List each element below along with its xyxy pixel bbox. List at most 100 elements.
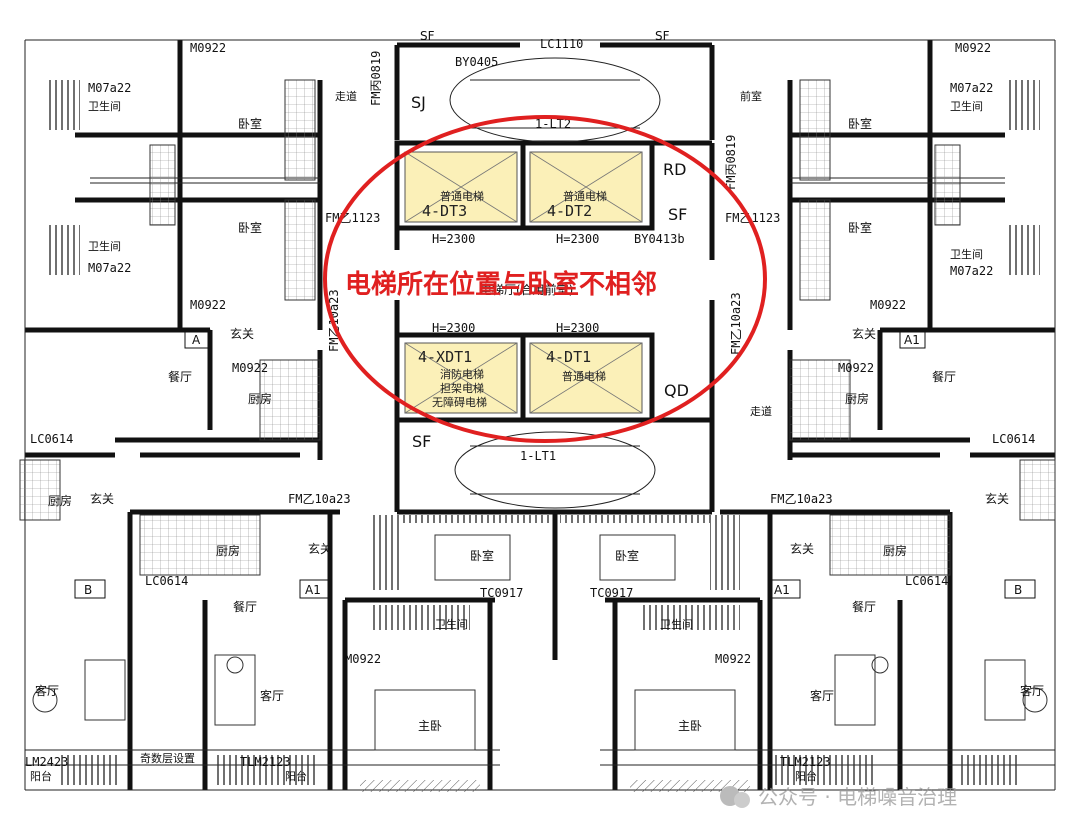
elevator-type: 普通电梯 [440,189,484,203]
room-label: 卧室 [615,548,639,563]
elevator-id: 4-DT1 [546,348,591,366]
code-label: TC0917 [480,586,523,600]
room-label: 卫生间 [660,617,693,631]
room-label: 客厅 [35,683,59,698]
unit-tag: A [192,333,201,347]
room-label: 卧室 [238,220,262,235]
room-label: 玄关 [985,491,1009,506]
furniture [32,534,1048,751]
room-label: 阳台 [795,769,817,783]
unit-tag: B [84,583,92,597]
code-label: LC0614 [145,574,188,588]
code-label: LC0614 [905,574,948,588]
room-label: 餐厅 [852,599,876,614]
room-labels: 卧室 卧室 卧室 卧室 卧室 卧室 主卧 主卧 客厅 客厅 客厅 客厅 餐厅 餐… [30,89,1044,783]
room-label: 卧室 [848,220,872,235]
code-label: M0922 [232,361,268,375]
watermark: 公众号 · 电梯噪音治理 [720,785,957,809]
elevator-id: 4-DT3 [422,202,467,220]
code-label: M07a22 [88,81,131,95]
room-label: 餐厅 [168,369,192,384]
code-label: M0922 [345,652,381,666]
elevator-car-dt3: 普通电梯 4-DT3 [404,151,518,223]
code-label: M07a22 [88,261,131,275]
room-label: 厨房 [216,543,240,558]
code-label: M0922 [838,361,874,375]
room-label: 玄关 [790,541,814,556]
elevator-height: H=2300 [556,232,599,246]
watermark-text: 公众号 · 电梯噪音治理 [758,785,957,809]
lobby-label: 电梯厅(合用前室) [480,282,573,297]
room-label: 客厅 [810,688,834,703]
room-label: 玄关 [230,326,254,341]
stairs [45,80,1040,792]
room-label: 餐厅 [233,599,257,614]
room-label: 卫生间 [950,247,983,261]
room-label: 餐厅 [932,369,956,384]
code-label: LM2423 [25,755,68,769]
code-label: FM乙10a23 [288,492,351,506]
elevator-id: 4-XDT1 [418,348,472,366]
rd-label: RD [663,160,686,179]
code-label: TC0917 [590,586,633,600]
elevator-type-line: 消防电梯 [440,367,484,381]
room-label: 玄关 [852,326,876,341]
lc-top-label: LC1110 [540,37,583,51]
room-label: 客厅 [260,688,284,703]
code-label: M0922 [190,298,226,312]
elevator-id: 4-DT2 [547,202,592,220]
fm-side-label-right: FM乙10a23 [729,292,743,355]
room-label: 卧室 [238,116,262,131]
sf-label-bottom: SF [412,432,431,451]
counters [19,79,1056,576]
code-label: M0922 [715,652,751,666]
unit-tag: A1 [774,583,790,597]
by-top-label: BY0405 [455,55,498,69]
room-label: 厨房 [248,391,272,406]
sf-label: SF [420,29,435,43]
code-label: LC0614 [30,432,73,446]
room-label: 客厅 [1020,683,1044,698]
qd-label: QD [664,381,689,400]
room-label: 走道 [750,404,772,418]
room-label: 走道 [335,89,357,103]
room-label: 主卧 [678,719,702,733]
room-label: 奇数层设置 [140,752,195,765]
elevator-car-dt1: 4-DT1 普通电梯 [529,342,643,414]
elevator-type: 普通电梯 [563,189,607,203]
sf-label-core: SF [668,205,687,224]
elevator-height: H=2300 [556,321,599,335]
elevator-height: H=2300 [432,232,475,246]
code-labels: M0922 M0922 M0922 M0922 M0922 M0922 M092… [25,41,1035,769]
code-label: M07a22 [950,264,993,278]
unit-tag: A1 [305,583,321,597]
room-label: 玄关 [308,541,332,556]
door-left-label: FM乙1123 [325,211,380,225]
stair-top-label: 1-LT2 [535,117,571,131]
code-label: FM乙10a23 [770,492,833,506]
elevator-car-xdt1: 4-XDT1 消防电梯 担架电梯 无障碍电梯 [404,342,518,414]
room-label: 卫生间 [950,99,983,113]
room-label: 卧室 [848,116,872,131]
fm-top-label-right: FM丙0819 [724,135,738,190]
sf-label-top-right: SF [655,29,670,43]
room-label: 卫生间 [88,239,121,253]
room-label: 卫生间 [88,99,121,113]
core-labels: SF LC1110 SF BY0405 SJ 1-LT2 RD SF BY041… [325,29,780,463]
elevator-height: H=2300 [432,321,475,335]
code-label: M0922 [955,41,991,55]
room-label: 阳台 [30,769,52,783]
code-label: M0922 [190,41,226,55]
unit-tag: A1 [904,333,920,347]
room-label: 前室 [740,89,762,103]
room-label: 卧室 [470,548,494,563]
room-label: 厨房 [883,543,907,558]
unit-tags: A A1 A1 A1 B B [74,329,1036,599]
room-label: 厨房 [845,391,869,406]
stair-bottom-label: 1-LT1 [520,449,556,463]
code-label: M07a22 [950,81,993,95]
room-label: 卫生间 [435,617,468,631]
room-label: 主卧 [418,719,442,733]
highlight-ellipse [323,115,767,443]
